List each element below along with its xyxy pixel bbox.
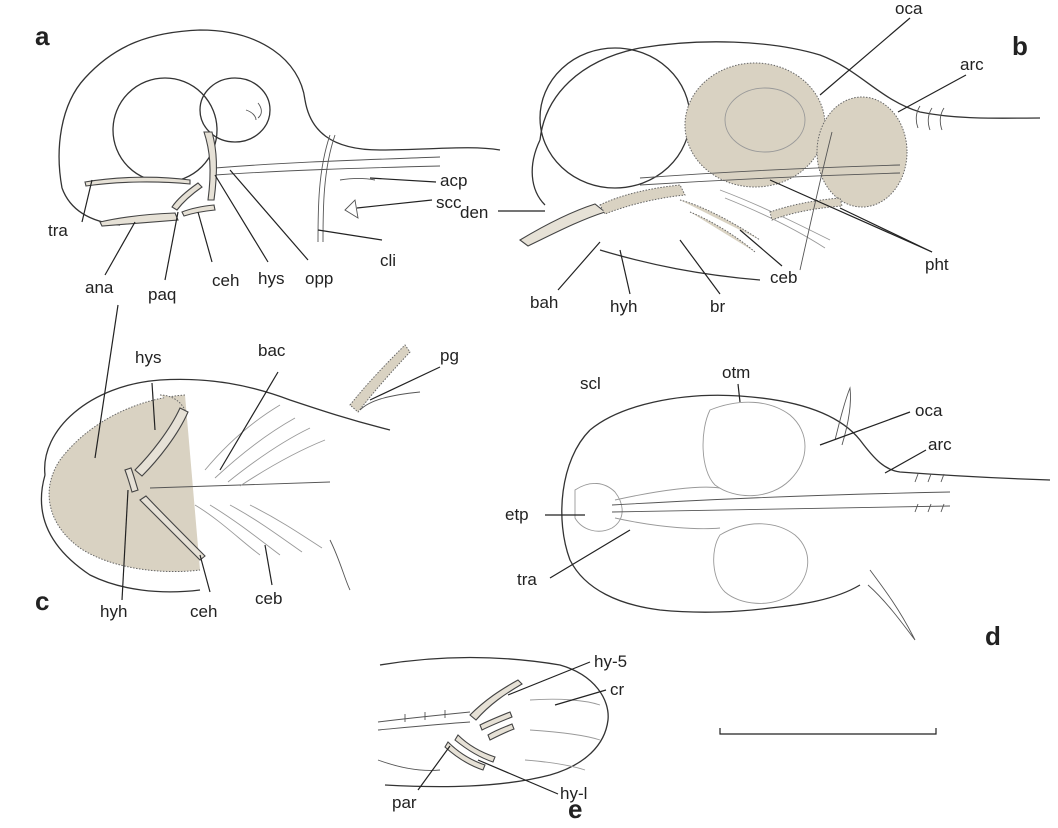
panel-letter-c: c — [35, 586, 49, 616]
label-hy5-e: hy-5 — [594, 652, 627, 671]
panel-letter-a: a — [35, 21, 50, 51]
trabecula-a — [85, 177, 190, 186]
label-br-b: br — [710, 297, 725, 316]
panel-a: a — [35, 21, 500, 304]
hyosymplectic-a — [204, 132, 216, 200]
label-hys-a: hys — [258, 269, 284, 288]
dentary-b — [520, 204, 605, 246]
label-bah-b: bah — [530, 293, 558, 312]
scale-bar — [720, 728, 936, 734]
palatoquadrate-a — [172, 183, 202, 210]
leader-hy5-e — [508, 662, 590, 695]
leader-ceh-c — [200, 555, 210, 592]
pectoral-girdle-c — [350, 345, 410, 412]
label-hyh-b: hyh — [610, 297, 637, 316]
occipital-region-b — [817, 97, 907, 207]
panel-d: d scl otm oca arc etp tra — [505, 363, 1050, 651]
label-tra-a: tra — [48, 221, 68, 240]
label-hy1-e: hy-l — [560, 784, 587, 803]
label-acp-a: acp — [440, 171, 467, 190]
head-outline-d — [590, 395, 1050, 480]
label-oca-d: oca — [915, 401, 943, 420]
label-opp-a: opp — [305, 269, 333, 288]
label-ceb-c: ceb — [255, 589, 282, 608]
otic-capsule-d — [703, 402, 805, 495]
label-arc-b: arc — [960, 55, 984, 74]
label-oca-b: oca — [895, 0, 923, 18]
leader-paq-a — [165, 212, 178, 280]
leader-oca-b — [820, 18, 910, 95]
panel-c: c hys — [35, 305, 459, 621]
leader-arc-d — [885, 450, 926, 473]
leader-ceb-c — [265, 545, 272, 585]
label-den-b: den — [460, 203, 488, 222]
label-hys-c: hys — [135, 348, 161, 367]
leader-scc-a — [357, 200, 432, 208]
leader-oca-d — [820, 412, 910, 445]
leader-cli-a — [318, 230, 382, 240]
pharyngeal-plate-b — [770, 198, 842, 220]
label-bac-c: bac — [258, 341, 286, 360]
leader-ceh-a — [198, 212, 212, 262]
label-arc-d: arc — [928, 435, 952, 454]
anguloarticular-a — [100, 213, 178, 226]
leader-pht-b-2 — [840, 208, 932, 252]
ethmoid-plate-d — [575, 483, 622, 531]
label-ceb-b: ceb — [770, 268, 797, 287]
leader-otm-d — [738, 384, 740, 402]
leader-acp-a — [370, 178, 436, 182]
panel-e: e hy-5 cr par hy-l — [378, 652, 627, 824]
label-cr-e: cr — [610, 680, 625, 699]
leader-hys-a — [215, 175, 268, 262]
leader-hy1-e — [478, 760, 558, 794]
leader-tra-d — [550, 530, 630, 578]
hypural-5-e — [470, 680, 522, 720]
panel-letter-b: b — [1012, 31, 1028, 61]
label-cli-a: cli — [380, 251, 396, 270]
label-paq-a: paq — [148, 285, 176, 304]
leader-bah-b — [558, 242, 600, 290]
leader-ana-a — [105, 222, 135, 275]
label-ana-a: ana — [85, 278, 114, 297]
eye-b — [540, 48, 690, 188]
label-tra-d: tra — [517, 570, 537, 589]
label-ceh-c: ceh — [190, 602, 217, 621]
label-otm-d: otm — [722, 363, 750, 382]
leader-arc-b — [898, 75, 966, 112]
eye-a — [113, 78, 217, 182]
leader-br-b — [680, 240, 720, 294]
leader-opp-a — [230, 170, 308, 260]
leader-par-e — [418, 746, 450, 790]
panel-letter-d: d — [985, 621, 1001, 651]
label-pht-b: pht — [925, 255, 949, 274]
panel-b: b — [460, 0, 1040, 316]
label-scc-a: scc — [436, 193, 462, 212]
label-scl-d: scl — [580, 374, 601, 393]
label-pg-c: pg — [440, 346, 459, 365]
label-etp-d: etp — [505, 505, 529, 524]
label-par-e: par — [392, 793, 417, 812]
label-hyh-c: hyh — [100, 602, 127, 621]
leader-ceb-b — [740, 230, 782, 266]
label-ceh-a: ceh — [212, 271, 239, 290]
leader-cr-e — [555, 690, 606, 705]
